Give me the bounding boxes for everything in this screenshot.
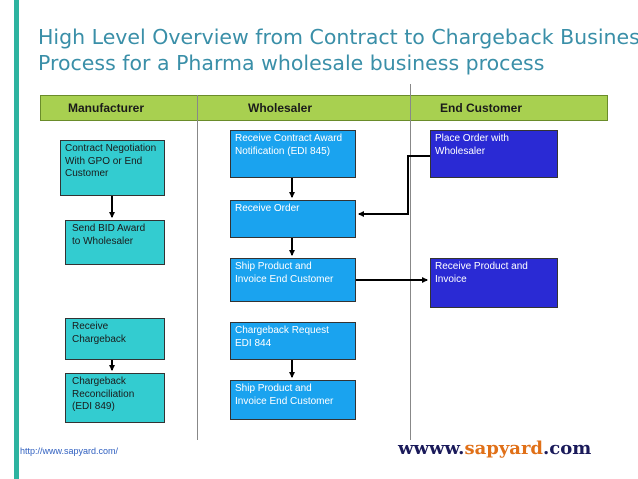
swimlane-header-bar: [40, 95, 608, 121]
lane-divider-right: [410, 84, 411, 440]
step-text-line: Ship Product and: [235, 383, 312, 394]
logo-prefix: wwww.: [398, 438, 465, 459]
step-text-line: Notification (EDI 845): [235, 145, 331, 157]
step-text-line: Send BID Award: [72, 223, 146, 234]
step-text-line: EDI 844: [235, 337, 272, 349]
step-place-order: Place Order with Wholesaler: [430, 130, 558, 178]
step-receive-contract-award: Receive Contract Award Notification (EDI…: [230, 130, 356, 178]
step-text-line: Invoice: [435, 273, 467, 285]
step-text-line: Wholesaler: [435, 145, 486, 157]
step-send-bid-award: Send BID Award to Wholesaler: [65, 220, 165, 265]
left-accent-rule: [14, 0, 19, 479]
step-text-line: Chargeback: [72, 333, 126, 345]
step-text-line: With GPO or End: [65, 155, 143, 167]
lane-label-manufacturer: Manufacturer: [68, 101, 145, 115]
step-ship-product-invoice-2: Ship Product and Invoice End Customer: [230, 380, 356, 420]
step-text-line: Invoice End Customer: [235, 273, 334, 285]
step-text-line: Invoice End Customer: [235, 395, 334, 407]
arrow-place-order-to-receive-order: [358, 155, 430, 217]
step-text-line: Ship Product and: [235, 261, 312, 272]
step-text-line: to Wholesaler: [72, 235, 134, 247]
step-chargeback-reconciliation: Chargeback Reconciliation (EDI 849): [65, 373, 165, 423]
footer-url[interactable]: http://www.sapyard.com/: [20, 446, 119, 456]
step-text-line: Customer: [65, 168, 109, 179]
step-receive-product-invoice: Receive Product and Invoice: [430, 258, 558, 308]
slide-title: High Level Overview from Contract to Cha…: [38, 24, 638, 76]
step-text-line: Chargeback Request: [235, 325, 329, 336]
step-receive-order: Receive Order: [230, 200, 356, 238]
step-text-line: Receive Product and: [435, 261, 528, 272]
sapyard-logo: wwww.sapyard.com: [398, 438, 591, 459]
title-line-1: High Level Overview from Contract to Cha…: [38, 25, 638, 49]
step-text-line: Place Order with: [435, 133, 509, 144]
lane-label-end-customer: End Customer: [440, 101, 523, 115]
logo-suffix: .com: [543, 438, 592, 459]
step-text-line: Contract Negotiation: [65, 143, 157, 154]
step-text-line: Receive Contract Award: [235, 133, 343, 144]
step-text-line: (EDI 849): [72, 401, 115, 412]
step-text-line: Receive Order: [235, 203, 300, 214]
step-ship-product-invoice-1: Ship Product and Invoice End Customer: [230, 258, 356, 302]
step-text-line: Receive: [72, 321, 109, 332]
lane-label-wholesaler: Wholesaler: [248, 101, 313, 115]
step-chargeback-request: Chargeback Request EDI 844: [230, 322, 356, 360]
step-text-line: Reconciliation: [72, 388, 135, 400]
title-line-2: Process for a Pharma wholesale business …: [38, 51, 545, 75]
logo-brand: sapyard: [464, 438, 544, 459]
step-text-line: Chargeback: [72, 376, 126, 387]
step-receive-chargeback: Receive Chargeback: [65, 318, 165, 360]
lane-divider-left: [197, 95, 198, 440]
step-contract-negotiation: Contract Negotiation With GPO or End Cus…: [60, 140, 165, 196]
